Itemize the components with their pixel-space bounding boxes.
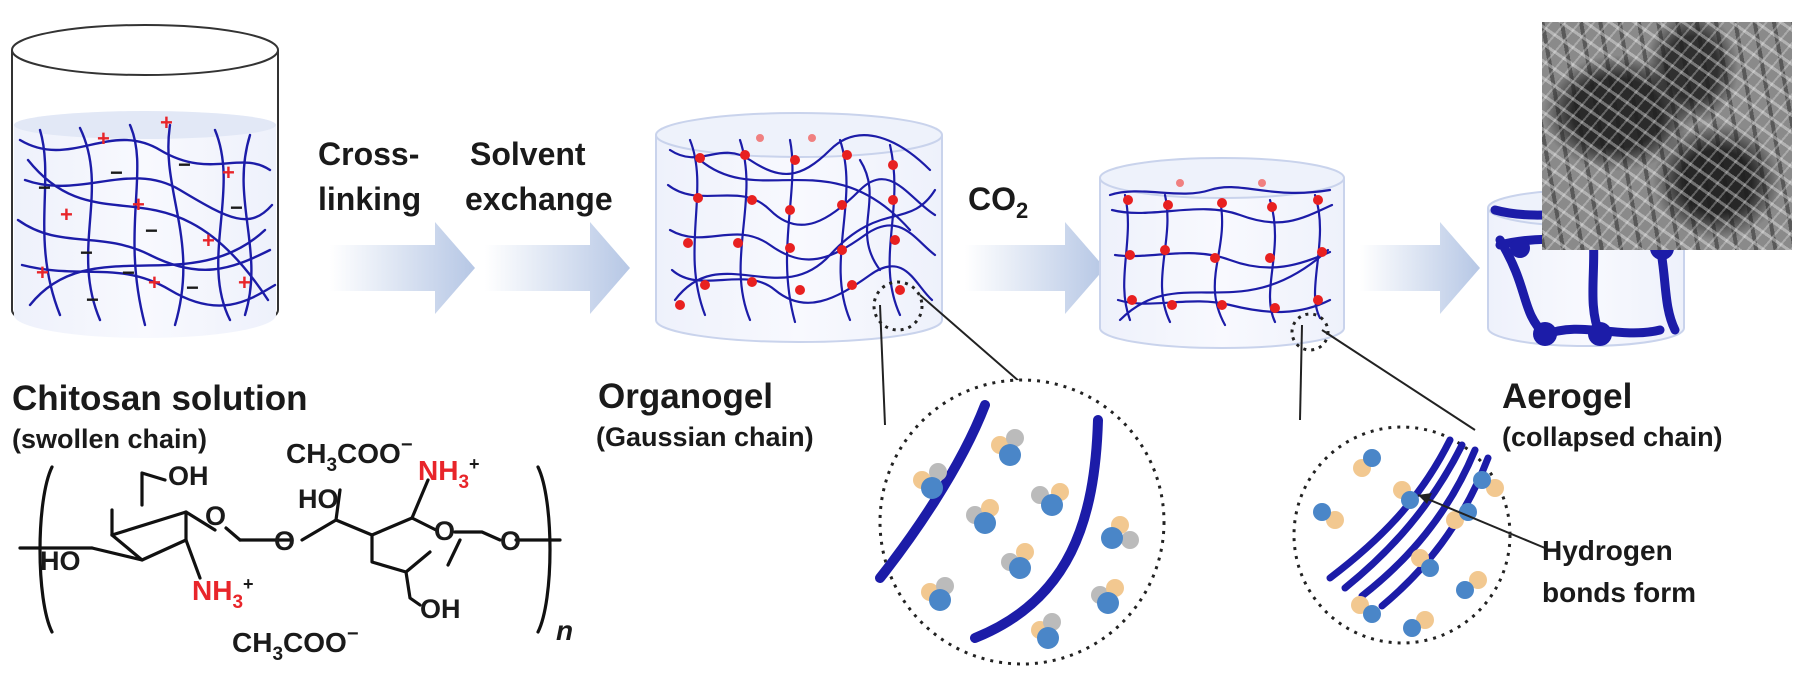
svg-text:O: O — [434, 516, 455, 546]
organogel-subtitle: (Gaussian chain) — [596, 422, 814, 452]
svg-text:+: + — [148, 270, 161, 295]
solvent-label-1: Solvent — [470, 136, 586, 172]
arrow-right-icon — [1360, 222, 1480, 314]
svg-text:n: n — [556, 615, 573, 646]
svg-text:O: O — [274, 526, 295, 556]
svg-text:−: − — [110, 160, 123, 185]
organogel-zoom — [875, 378, 1166, 666]
annotation-leader — [1417, 494, 1546, 549]
svg-text:+: + — [222, 160, 235, 185]
gaussian-chains — [666, 134, 937, 324]
svg-text:−: − — [122, 260, 135, 285]
organogel-title: Organogel — [598, 377, 773, 416]
chitosan-structure: OH HO HO OH O O O O NH3+ NH3+ CH3COO− CH… — [18, 434, 573, 665]
aerogel-zoom — [1292, 425, 1546, 645]
sem-micrograph — [1542, 22, 1792, 250]
arrow-right-icon — [965, 222, 1105, 314]
svg-text:HO: HO — [298, 484, 339, 514]
svg-text:OH: OH — [168, 461, 209, 491]
svg-text:+: + — [60, 202, 73, 227]
svg-text:−: − — [186, 275, 199, 300]
svg-text:−: − — [145, 218, 158, 243]
amine-group-left: NH3+ — [192, 574, 254, 613]
svg-text:−: − — [38, 175, 51, 200]
aerogel-title: Aerogel — [1502, 377, 1632, 416]
svg-text:O: O — [205, 501, 226, 531]
swollen-chains — [16, 123, 277, 327]
amine-group-right: NH3+ — [418, 454, 480, 493]
crosslink-nodes — [675, 134, 905, 310]
arrow-right-icon — [330, 222, 475, 314]
aerogel-subtitle: (collapsed chain) — [1502, 422, 1723, 452]
positive-charges: + + + + + + + + + — [36, 110, 251, 295]
svg-text:+: + — [238, 270, 251, 295]
crosslinking-label-2: linking — [318, 181, 421, 217]
co2-label: CO2 — [968, 181, 1028, 223]
svg-text:+: + — [160, 110, 173, 135]
acetate-bottom: CH3COO− — [232, 623, 359, 665]
solvent-label-2: exchange — [465, 181, 613, 217]
zoom-source-aerogel — [1290, 312, 1330, 352]
organogel-beaker — [655, 112, 943, 343]
svg-text:−: − — [80, 240, 93, 265]
supercritical-beaker — [1099, 157, 1345, 349]
svg-text:+: + — [132, 192, 145, 217]
solvent-molecules — [913, 429, 1139, 649]
solution-subtitle: (swollen chain) — [12, 424, 207, 454]
svg-text:−: − — [230, 195, 243, 220]
svg-text:OH: OH — [420, 594, 461, 624]
solution-title: Chitosan solution — [12, 379, 308, 418]
zoom-source-organogel — [872, 280, 924, 332]
acetate-top: CH3COO− — [286, 434, 413, 476]
hbond-label-2: bonds form — [1542, 577, 1696, 608]
crosslink-nodes-2 — [1123, 179, 1327, 313]
solution-beaker: + + + + + + + + + − − − − − − − − − — [11, 24, 279, 338]
negative-charges: − − − − − − − − − — [38, 152, 243, 312]
crosslinking-label-1: Cross- — [318, 136, 419, 172]
svg-text:−: − — [178, 152, 191, 177]
arrow-right-icon — [485, 222, 630, 314]
solvent-molecules-2 — [1313, 449, 1504, 637]
hbond-label-1: Hydrogen — [1542, 535, 1673, 566]
svg-text:+: + — [36, 260, 49, 285]
svg-text:−: − — [86, 287, 99, 312]
svg-text:HO: HO — [40, 546, 81, 576]
svg-text:+: + — [202, 228, 215, 253]
svg-text:+: + — [97, 126, 110, 151]
svg-text:O: O — [500, 526, 521, 556]
